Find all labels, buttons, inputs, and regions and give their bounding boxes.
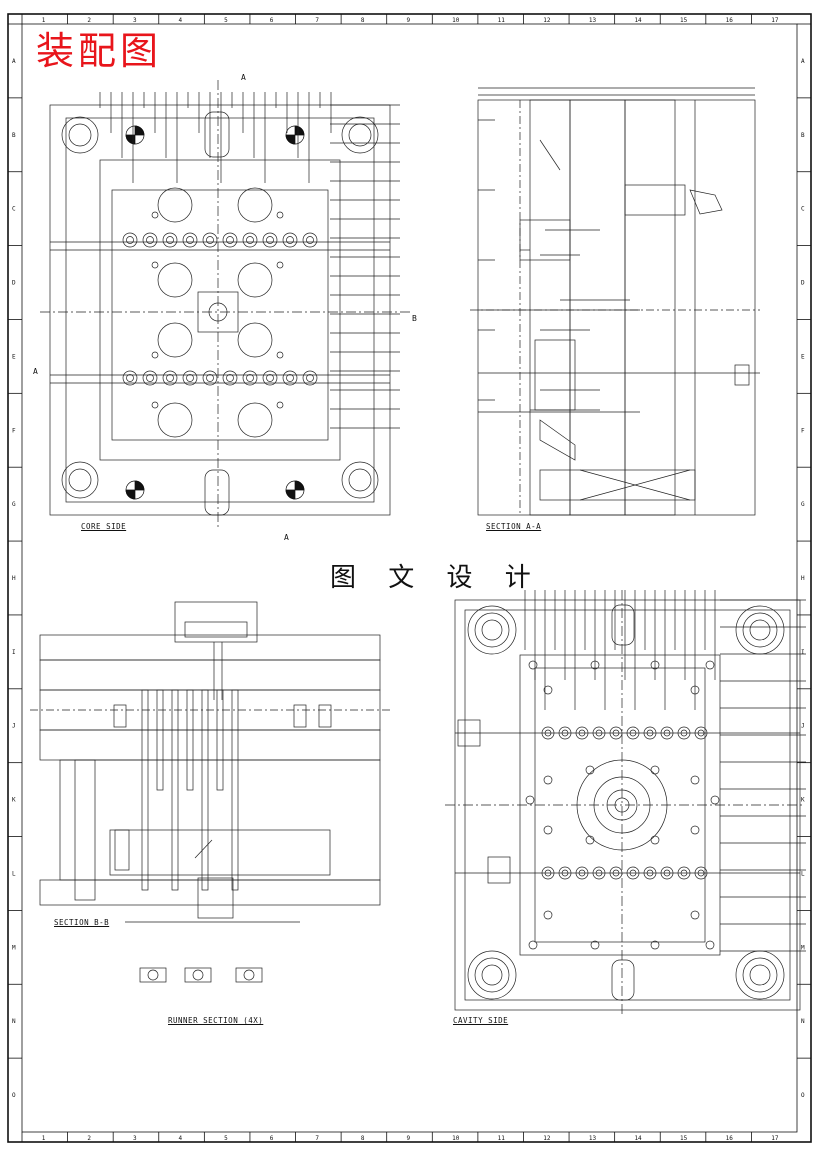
center-mark-symbols <box>125 125 305 500</box>
section-aa-view <box>470 87 760 516</box>
border-row-label: O <box>12 1092 16 1099</box>
caption-runner-section: RUNNER SECTION (4X) <box>168 1016 264 1025</box>
runner-section-details <box>139 967 263 983</box>
caption-cavity-side: CAVITY SIDE <box>453 1016 509 1025</box>
border-column-label: 12 <box>543 1135 551 1142</box>
border-column-label: 16 <box>726 17 734 24</box>
border-row-label: E <box>801 353 805 360</box>
border-column-label: 10 <box>452 17 460 24</box>
caption-section-aa: SECTION A-A <box>486 522 542 531</box>
border-column-label: 17 <box>771 1135 779 1142</box>
ejector-pin-rows <box>122 211 318 409</box>
leader-lines <box>478 119 630 411</box>
border-column-label: 9 <box>407 1135 411 1142</box>
border-row-label: B <box>12 132 16 139</box>
border-row-label: D <box>12 280 16 287</box>
drawing-title: 装配图 <box>36 29 163 73</box>
border-row-label: O <box>801 1092 805 1099</box>
border-row-label: H <box>12 575 16 582</box>
section-marker-a-left: A <box>33 367 38 376</box>
border-column-label: 9 <box>407 17 411 24</box>
border-column-label: 4 <box>179 1135 183 1142</box>
border-row-label: F <box>12 427 16 434</box>
section-bb-view <box>30 601 390 923</box>
border-row-label: L <box>801 870 805 877</box>
border-zone-ticks: 1122334455667788991010111112121313141415… <box>8 14 811 1142</box>
border-column-label: 14 <box>634 1135 642 1142</box>
border-row-label: D <box>801 280 805 287</box>
border-row-label: M <box>12 944 16 951</box>
border-row-label: B <box>801 132 805 139</box>
border-column-label: 5 <box>224 17 228 24</box>
border-row-label: I <box>801 649 805 656</box>
border-column-label: 4 <box>179 17 183 24</box>
border-column-label: 10 <box>452 1135 460 1142</box>
border-column-label: 11 <box>498 17 506 24</box>
sheet-border-inner <box>21 23 798 1133</box>
border-row-label: A <box>801 58 805 65</box>
section-marker-a-top: A <box>241 73 246 82</box>
border-row-label: K <box>12 797 16 804</box>
border-row-label: G <box>12 501 16 508</box>
border-column-label: 11 <box>498 1135 506 1142</box>
section-marker-a-bottom: A <box>284 533 289 542</box>
border-column-label: 12 <box>543 17 551 24</box>
border-row-label: C <box>12 206 16 213</box>
border-column-label: 15 <box>680 1135 688 1142</box>
border-column-label: 6 <box>270 1135 274 1142</box>
border-column-label: 16 <box>726 1135 734 1142</box>
border-row-label: I <box>12 649 16 656</box>
border-column-label: 17 <box>771 17 779 24</box>
border-row-label: G <box>801 501 805 508</box>
border-row-label: N <box>12 1018 16 1025</box>
border-row-label: L <box>12 870 16 877</box>
sheet-border-outer <box>7 13 812 1143</box>
border-row-label: K <box>801 797 805 804</box>
border-column-label: 6 <box>270 17 274 24</box>
border-column-label: 13 <box>589 1135 597 1142</box>
border-column-label: 1 <box>42 1135 46 1142</box>
border-column-label: 3 <box>133 17 137 24</box>
border-row-label: C <box>801 206 805 213</box>
border-row-label: H <box>801 575 805 582</box>
border-column-label: 3 <box>133 1135 137 1142</box>
core-side-view <box>40 80 410 530</box>
border-column-label: 15 <box>680 17 688 24</box>
border-row-label: A <box>12 58 16 65</box>
border-column-label: 8 <box>361 1135 365 1142</box>
border-column-label: 5 <box>224 1135 228 1142</box>
border-column-label: 13 <box>589 17 597 24</box>
center-caption: 图 文 设 计 <box>330 563 543 593</box>
border-column-label: 1 <box>42 17 46 24</box>
border-column-label: 8 <box>361 17 365 24</box>
caption-core-side: CORE SIDE <box>81 522 127 531</box>
border-row-label: E <box>12 353 16 360</box>
leader-lines <box>99 92 400 429</box>
ejector-pins <box>113 689 332 891</box>
cavity-pin-rows <box>525 660 720 950</box>
border-column-label: 2 <box>87 1135 91 1142</box>
border-row-label: J <box>801 723 805 730</box>
border-row-label: M <box>801 944 805 951</box>
caption-section-bb: SECTION B-B <box>54 918 110 927</box>
border-row-label: F <box>801 427 805 434</box>
section-marker-b-right: B <box>412 314 417 323</box>
border-column-label: 7 <box>315 1135 319 1142</box>
border-row-label: N <box>801 1018 805 1025</box>
cavity-side-view <box>445 590 806 1015</box>
border-column-label: 2 <box>87 17 91 24</box>
border-row-label: J <box>12 723 16 730</box>
leader-lines <box>524 590 806 952</box>
border-column-label: 14 <box>634 17 642 24</box>
border-column-label: 7 <box>315 17 319 24</box>
